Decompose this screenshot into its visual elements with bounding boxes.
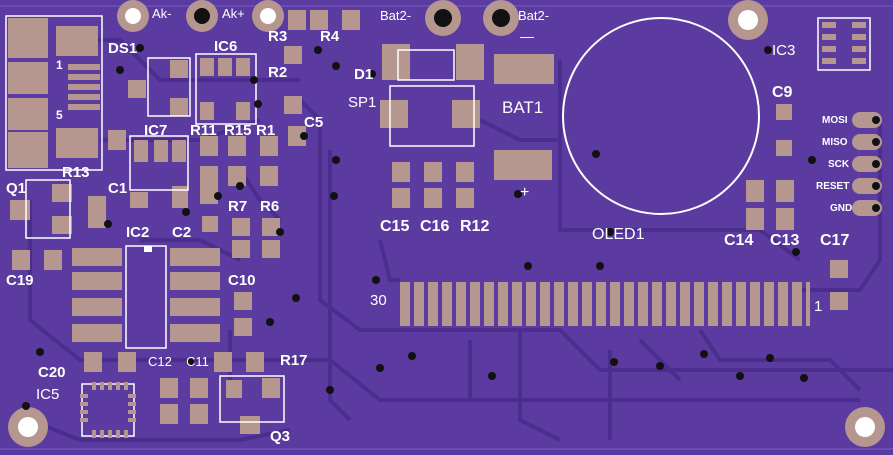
- r4-label: R4: [320, 28, 340, 45]
- c12-label: C12: [148, 354, 172, 369]
- header-pin-miso: MISO: [822, 137, 848, 148]
- ic2-label: IC2: [126, 224, 150, 241]
- r11-label: R11: [190, 122, 217, 139]
- ic6-label: IC6: [214, 38, 238, 55]
- c2-label: C2: [172, 224, 192, 241]
- ds1-label: DS1: [108, 40, 138, 57]
- c16-label: C16: [420, 218, 450, 235]
- r15-label: R15: [224, 122, 252, 139]
- d1-label: D1: [354, 66, 374, 83]
- header-pin-mosi: MOSI: [822, 115, 848, 126]
- header-pin-sck: SCK: [828, 159, 850, 170]
- c13-label: C13: [770, 232, 800, 249]
- ak-minus-label: Ak-: [152, 6, 172, 21]
- q1-label: Q1: [6, 180, 27, 197]
- oled-pin30-label: 30: [370, 292, 387, 309]
- c17-label: C17: [820, 232, 850, 249]
- r13-label: R13: [62, 164, 90, 181]
- sp1-label: SP1: [348, 94, 377, 111]
- r6-label: R6: [260, 198, 280, 215]
- oled-connector-pads: [400, 282, 810, 326]
- c11-label: C11: [186, 354, 209, 369]
- conn-pin5-label: 5: [56, 108, 63, 122]
- bat2-minus-right-label: Bat2-: [518, 8, 550, 23]
- c15-label: C15: [380, 218, 410, 235]
- plus-sign-label: +: [520, 184, 530, 201]
- r2-label: R2: [268, 64, 288, 81]
- minus-sign-label: —: [520, 28, 534, 44]
- header-pin-reset: RESET: [816, 181, 850, 192]
- ic5-chip: [80, 382, 136, 438]
- c20-label: C20: [38, 364, 66, 381]
- bat1-label: BAT1: [502, 98, 544, 117]
- r7-label: R7: [228, 198, 248, 215]
- mounting-holes: [8, 0, 885, 447]
- bat2-minus-left-label: Bat2-: [380, 8, 412, 23]
- ic3-label: IC3: [772, 42, 796, 59]
- conn-pin1-label: 1: [56, 58, 63, 72]
- r17-label: R17: [280, 352, 308, 369]
- ic7-label: IC7: [144, 122, 168, 139]
- isp-header-pads: [852, 112, 882, 216]
- c5-label: C5: [304, 114, 324, 131]
- q3-label: Q3: [270, 428, 291, 445]
- ak-plus-label: Ak+: [222, 6, 245, 21]
- c9-label: C9: [772, 84, 793, 101]
- r1-label: R1: [256, 122, 276, 139]
- ic5-label: IC5: [36, 386, 60, 403]
- header-pin-gnd: GND: [830, 203, 853, 214]
- oled1-label: OLED1: [592, 226, 645, 243]
- oled-pin1-label: 1: [814, 298, 823, 315]
- c10-label: C10: [228, 272, 256, 289]
- c19-label: C19: [6, 272, 34, 289]
- c1-label: C1: [108, 180, 128, 197]
- c14-label: C14: [724, 232, 754, 249]
- r3-label: R3: [268, 28, 288, 45]
- r12-label: R12: [460, 218, 490, 235]
